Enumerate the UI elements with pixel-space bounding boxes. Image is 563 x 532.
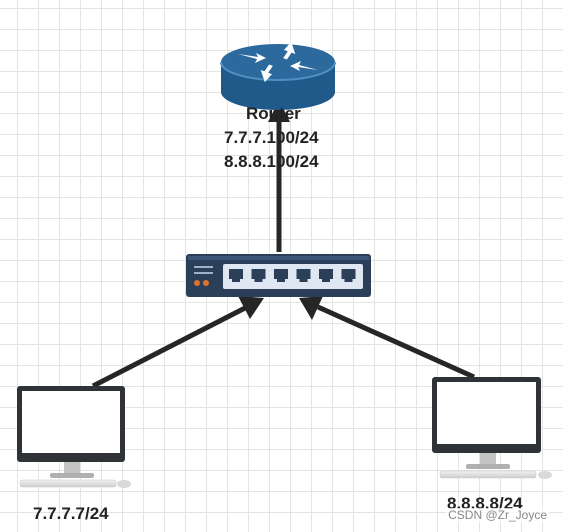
status-led: [203, 280, 209, 286]
switch-port: [341, 269, 356, 282]
switch-icon: [186, 254, 371, 297]
router-ip-label: 7.7.7.100/24: [224, 128, 319, 147]
left-pc-ip-label: 7.7.7.7/24: [33, 504, 109, 523]
link-switch-to-router: [268, 100, 290, 252]
watermark: CSDN @Zr_Joyce: [446, 508, 549, 522]
link-left-pc-to-switch: [91, 296, 264, 389]
router-icon: [220, 41, 336, 110]
link-right-pc-to-switch: [299, 296, 476, 380]
switch-port: [229, 269, 243, 282]
switch-port: [296, 269, 311, 282]
router-ip-label: 8.8.8.100/24: [224, 152, 319, 171]
switch-port: [274, 269, 288, 282]
switch-port: [319, 269, 333, 282]
switch-port: [251, 269, 266, 282]
switch-ports: [229, 269, 356, 282]
right-computer-icon: [432, 377, 552, 479]
connections: [91, 100, 476, 389]
status-led: [194, 280, 200, 286]
router-name-label: Router: [246, 104, 301, 123]
left-computer-icon: [17, 386, 131, 488]
